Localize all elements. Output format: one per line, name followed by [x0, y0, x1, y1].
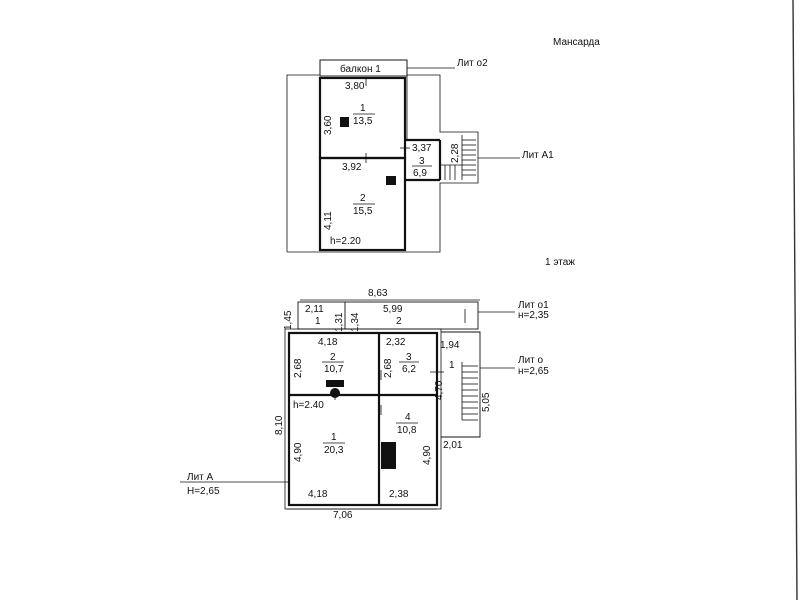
veranda-o-outline [441, 331, 481, 438]
mansard-dim-left1: 3,60 [323, 115, 334, 135]
stove-symbol [381, 442, 396, 469]
dim-4-90-right: 4,90 [422, 445, 433, 465]
veranda-o1-room-2-number: 2 [396, 316, 402, 327]
dim-2-68-left: 2,68 [293, 358, 304, 378]
mansard-dim-left2: 4,11 [323, 211, 334, 230]
room-4-number: 4 [405, 412, 411, 423]
mansard-dim-stair-h: 2,28 [450, 143, 461, 163]
dim-2-32: 2,32 [386, 337, 406, 348]
first-floor-plan: 1 этаж 8,63 1,45 2,11 1,31 1,34 5,99 1 2… [180, 257, 575, 521]
mansard-room-1-area: 13,5 [353, 116, 373, 127]
veranda-o1-room-1-number: 1 [315, 316, 321, 327]
mansard-room-2-number: 2 [360, 193, 366, 204]
page-edge [792, 0, 798, 600]
dim-8-10: 8,10 [274, 415, 285, 435]
first-floor-height: h=2.40 [293, 400, 324, 411]
house-outer-wall [287, 331, 439, 507]
mansard-dim-stair-w: 3,37 [412, 143, 432, 154]
mansard-stair [440, 135, 476, 180]
dim-7-06: 7,06 [333, 510, 353, 521]
veranda-o-room-1-number: 1 [449, 360, 455, 371]
room-1-area: 20,3 [324, 445, 344, 456]
dim-2-38: 2,38 [389, 489, 409, 500]
dim-5-99: 5,99 [383, 304, 403, 315]
mansard-room-3-number: 3 [419, 156, 425, 167]
dim-2-11: 2,11 [305, 304, 324, 315]
stove-symbol [386, 176, 396, 185]
dim-1-94: 1,94 [440, 340, 460, 351]
dim-5-05: 5,05 [481, 392, 492, 412]
dim-4-90-left: 4,90 [293, 442, 304, 462]
house-outer-wall-outline [284, 328, 442, 510]
lit-o-height: н=2,65 [518, 366, 549, 377]
stove-chimney-symbol [330, 388, 340, 398]
stove-symbol [340, 117, 349, 127]
dim-2-68-right: 2,68 [383, 358, 394, 378]
room-2-number: 2 [330, 352, 336, 363]
mansard-dim-top: 3,80 [345, 81, 365, 92]
lit-o2-label: Лит о2 [457, 58, 488, 69]
balcony-label: балкон 1 [340, 63, 381, 75]
dim-4-70: 4,70 [434, 380, 445, 400]
mansard-dim-mid: 3,92 [342, 162, 362, 173]
mansard-height: h=2.20 [330, 236, 361, 247]
lit-a1-label: Лит А1 [522, 150, 554, 161]
room-1-number: 1 [331, 432, 337, 443]
dim-1-45: 1,45 [283, 310, 294, 330]
mansard-plan: Мансарда балкон 1 Лит о2 [286, 37, 600, 253]
room-3-number: 3 [406, 352, 412, 363]
dim-4-18-top: 4,18 [318, 337, 338, 348]
mansard-room-3-area: 6,9 [413, 168, 427, 179]
dim-2-01: 2,01 [443, 440, 463, 451]
stove-symbol [326, 380, 344, 387]
lit-o1-label: Лит о1 [518, 300, 549, 311]
dim-1-34: 1,34 [350, 312, 361, 332]
lit-o1-height: н=2,35 [518, 310, 549, 321]
mansard-room-2-walls [318, 156, 407, 252]
mansard-room-1-number: 1 [360, 103, 366, 114]
lit-o-label: Лит о [518, 355, 544, 366]
mansard-room-2-area: 15,5 [353, 206, 373, 217]
room-4-area: 10,8 [397, 425, 417, 436]
lit-a-label: Лит А [187, 472, 214, 483]
mansard-title: Мансарда [553, 37, 600, 48]
dim-4-18-bottom: 4,18 [308, 489, 328, 500]
first-floor-title: 1 этаж [545, 257, 575, 268]
first-floor-stair [461, 362, 478, 421]
room-3-area: 6,2 [402, 364, 416, 375]
dim-8-63: 8,63 [368, 288, 388, 299]
room-2-area: 10,7 [324, 364, 344, 375]
lit-a-height: Н=2,65 [187, 486, 220, 497]
dim-1-31: 1,31 [334, 312, 345, 332]
